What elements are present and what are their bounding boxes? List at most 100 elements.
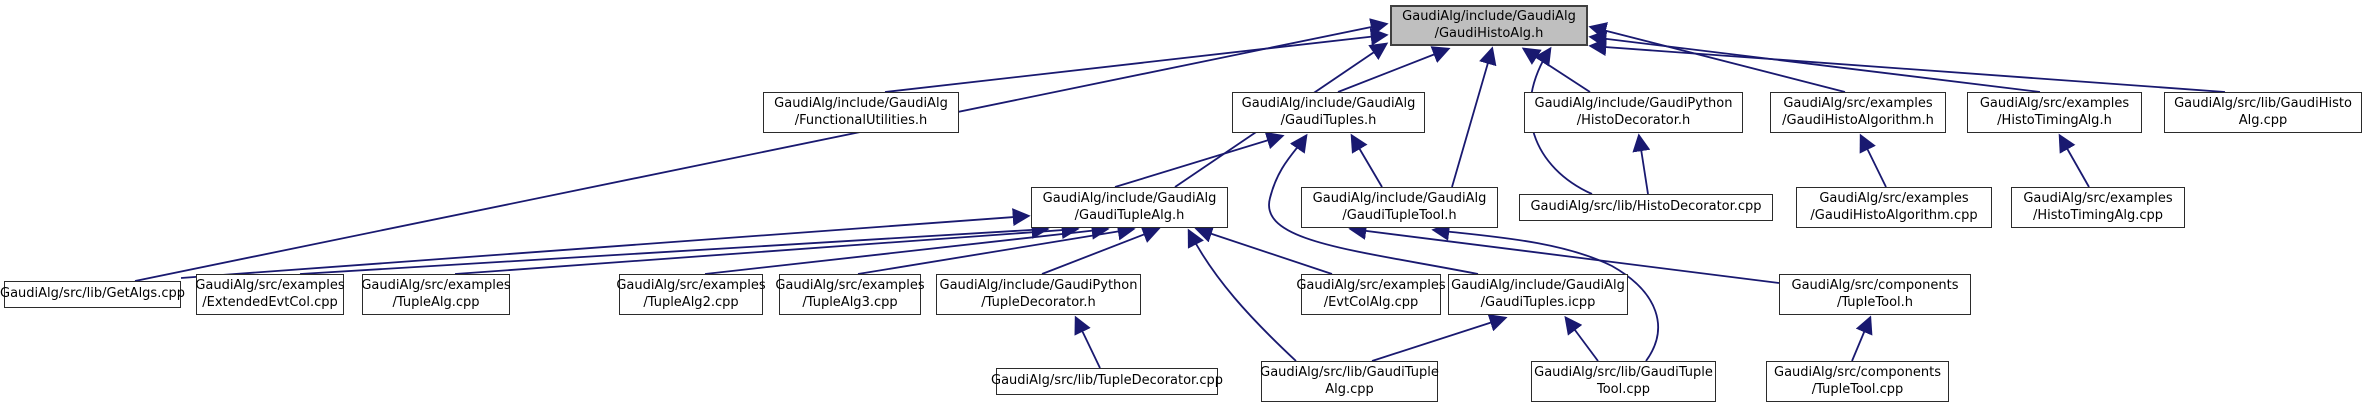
node-label: GaudiAlg/src/components [1791,277,1959,293]
edge-gaudi-histo-algorithm-h-to-root [1588,22,1846,93]
edge-gaudi-tuple-alg-cpp-to-gaudi-tuples-icpp [1371,314,1508,362]
node-label: GaudiAlg/include/GaudiAlg [1402,8,1576,24]
node-gaudi-tuple-alg-h[interactable]: GaudiAlg/include/GaudiAlg /GaudiTupleAlg… [1031,187,1228,228]
node-label: GaudiAlg/src/lib/GaudiHisto [2174,95,2352,111]
node-label: GaudiAlg/src/lib/GetAlgs.cpp [0,286,185,302]
node-label: /TupleTool.cpp [1811,381,1904,397]
node-label: Alg.cpp [2238,112,2288,128]
node-label: GaudiAlg/src/examples [775,277,925,293]
node-label: Alg.cpp [1325,381,1374,397]
node-label: GaudiAlg/src/examples [361,277,511,293]
edge-gaudi-tuples-h-to-root [1337,46,1451,93]
node-gaudi-histo-alg-cpp[interactable]: GaudiAlg/src/lib/GaudiHisto Alg.cpp [2164,92,2362,133]
edge-tuple-alg2-cpp-to-gaudi-tuple-alg-h [704,221,1110,275]
edge-tuple-decorator-cpp-to-tuple-decorator-h [1074,315,1101,369]
edge-histo-decorator-cpp-to-root [1529,46,1593,195]
node-label: GaudiAlg/src/examples [1783,95,1933,111]
edge-tuple-tool-cpp-to-tuple-tool-h [1851,315,1873,362]
node-label: /TupleAlg3.cpp [802,294,898,310]
node-tuple-tool-h[interactable]: GaudiAlg/src/components /TupleTool.h [1779,274,1971,315]
edge-gaudi-tuple-alg-cpp-to-gaudi-tuple-alg-h [1187,228,1297,362]
node-gaudi-histo-algorithm-h[interactable]: GaudiAlg/src/examples /GaudiHistoAlgorit… [1770,92,1946,133]
node-label: GaudiAlg/src/examples [1296,277,1446,293]
node-label: /GaudiTuples.h [1280,112,1377,128]
node-label: GaudiAlg/src/lib/GaudiTuple [1260,364,1439,380]
node-tuple-tool-cpp[interactable]: GaudiAlg/src/components /TupleTool.cpp [1766,361,1949,402]
edge-gaudi-tuple-tool-cpp-to-gaudi-tuple-tool-h [1431,222,1659,362]
node-label: GaudiAlg/src/lib/GaudiTuple [1534,364,1713,380]
node-label: /ExtendedEvtCol.cpp [202,294,338,310]
edge-tuple-decorator-h-to-gaudi-tuple-alg-h [1041,226,1161,275]
edge-gaudi-tuple-tool-h-to-gaudi-tuples-h [1350,133,1383,188]
node-gaudi-tuple-tool-h[interactable]: GaudiAlg/include/GaudiAlg /GaudiTupleToo… [1301,187,1498,228]
node-gaudi-tuples-icpp[interactable]: GaudiAlg/include/GaudiAlg /GaudiTuples.i… [1448,274,1628,315]
node-label: GaudiAlg/include/GaudiAlg [1451,277,1625,293]
edge-extended-evt-col-cpp-to-gaudi-tuple-alg-h [299,220,1050,275]
node-evt-col-alg-cpp[interactable]: GaudiAlg/src/examples /EvtColAlg.cpp [1296,274,1446,315]
edge-tuple-alg3-cpp-to-gaudi-tuple-alg-h [857,222,1136,275]
node-label: /HistoTimingAlg.cpp [2032,207,2164,223]
node-label: /GaudiHistoAlgorithm.h [1782,112,1934,128]
node-label: /TupleDecorator.h [981,294,1096,310]
node-gaudi-tuples-h[interactable]: GaudiAlg/include/GaudiAlg /GaudiTuples.h [1232,92,1425,133]
node-gaudi-histo-algorithm-cpp[interactable]: GaudiAlg/src/examples /GaudiHistoAlgorit… [1796,187,1992,228]
edge-get-algs-cpp-to-gaudi-tuple-alg-h [180,208,1031,279]
node-get-algs-cpp[interactable]: GaudiAlg/src/lib/GetAlgs.cpp [0,281,185,308]
node-label: GaudiAlg/include/GaudiAlg [1241,95,1416,111]
node-label: /TupleAlg.cpp [392,294,480,310]
node-tuple-decorator-cpp[interactable]: GaudiAlg/src/lib/TupleDecorator.cpp [991,368,1223,395]
node-label: GaudiAlg/src/examples [1819,190,1969,206]
edge-histo-timing-alg-h-to-root [1588,29,2041,93]
node-tuple-alg-cpp[interactable]: GaudiAlg/src/examples /TupleAlg.cpp [361,274,511,315]
node-label: GaudiAlg/src/components [1774,364,1941,380]
edge-histo-timing-alg-cpp-to-histo-timing-alg-h [2058,133,2090,188]
edge-gaudi-tuple-alg-h-to-gaudi-tuples-h [1114,131,1285,188]
node-histo-decorator-h[interactable]: GaudiAlg/include/GaudiPython /HistoDecor… [1524,92,1743,133]
node-label: /GaudiHistoAlg.h [1434,25,1544,41]
node-label: /GaudiTupleAlg.h [1074,207,1185,223]
node-label: GaudiAlg/include/GaudiAlg [774,95,948,111]
node-histo-timing-alg-h[interactable]: GaudiAlg/src/examples /HistoTimingAlg.h [1967,92,2142,133]
node-label: GaudiAlg/include/GaudiAlg [1312,190,1487,206]
edge-gaudi-histo-alg-cpp-to-root [1588,38,2226,93]
edge-get-algs-cpp-to-root [134,18,1389,282]
node-label: GaudiAlg/include/GaudiPython [939,277,1138,293]
edge-gaudi-tuple-tool-cpp-to-gaudi-tuples-icpp [1564,315,1599,362]
edge-evt-col-alg-cpp-to-gaudi-tuple-alg-h [1194,225,1333,275]
node-label: /HistoDecorator.h [1576,112,1691,128]
node-label: /GaudiHistoAlgorithm.cpp [1810,207,1978,223]
edge-histo-decorator-cpp-to-histo-decorator-h [1632,133,1651,195]
node-label: GaudiAlg/include/GaudiPython [1534,95,1733,111]
node-gaudi-tuple-alg-cpp[interactable]: GaudiAlg/src/lib/GaudiTuple Alg.cpp [1260,361,1439,402]
node-label: /GaudiTupleTool.h [1342,207,1457,223]
node-tuple-decorator-h[interactable]: GaudiAlg/include/GaudiPython /TupleDecor… [936,274,1141,315]
node-histo-decorator-cpp[interactable]: GaudiAlg/src/lib/HistoDecorator.cpp [1519,194,1773,221]
node-label: GaudiAlg/src/examples [616,277,766,293]
node-extended-evt-col-cpp[interactable]: GaudiAlg/src/examples /ExtendedEvtCol.cp… [195,274,345,315]
node-label: GaudiAlg/src/examples [2023,190,2173,206]
node-gaudi-tuple-tool-cpp[interactable]: GaudiAlg/src/lib/GaudiTuple Tool.cpp [1531,361,1716,402]
edge-functional-utilities-h-to-root [884,27,1389,93]
edge-gaudi-histo-algorithm-cpp-to-gaudi-histo-algorithm-h [1859,133,1887,188]
node-tuple-alg2-cpp[interactable]: GaudiAlg/src/examples /TupleAlg2.cpp [616,274,766,315]
node-label: /FunctionalUtilities.h [794,112,928,128]
node-label: GaudiAlg/src/lib/TupleDecorator.cpp [991,373,1223,389]
node-tuple-alg3-cpp[interactable]: GaudiAlg/src/examples /TupleAlg3.cpp [775,274,925,315]
edge-tuple-tool-h-to-gaudi-tuple-tool-h [1348,221,1780,284]
edge-gaudi-tuples-icpp-to-gaudi-tuples-h [1268,133,1479,275]
node-label: GaudiAlg/src/lib/HistoDecorator.cpp [1530,199,1762,215]
node-label: GaudiAlg/include/GaudiAlg [1042,190,1217,206]
node-histo-timing-alg-cpp[interactable]: GaudiAlg/src/examples /HistoTimingAlg.cp… [2011,187,2185,228]
edge-tuple-alg-cpp-to-gaudi-tuple-alg-h [454,221,1080,275]
node-label: /TupleAlg2.cpp [643,294,739,310]
node-gaudi-histo-alg-h[interactable]: GaudiAlg/include/GaudiAlg /GaudiHistoAlg… [1390,5,1588,46]
node-label: /TupleTool.h [1836,294,1914,310]
node-label: /GaudiTuples.icpp [1480,294,1596,310]
node-functional-utilities-h[interactable]: GaudiAlg/include/GaudiAlg /FunctionalUti… [763,92,959,133]
node-label: /HistoTimingAlg.h [1997,112,2112,128]
node-label: Tool.cpp [1596,381,1651,397]
node-label: /EvtColAlg.cpp [1323,294,1419,310]
node-label: GaudiAlg/src/examples [1979,95,2130,111]
